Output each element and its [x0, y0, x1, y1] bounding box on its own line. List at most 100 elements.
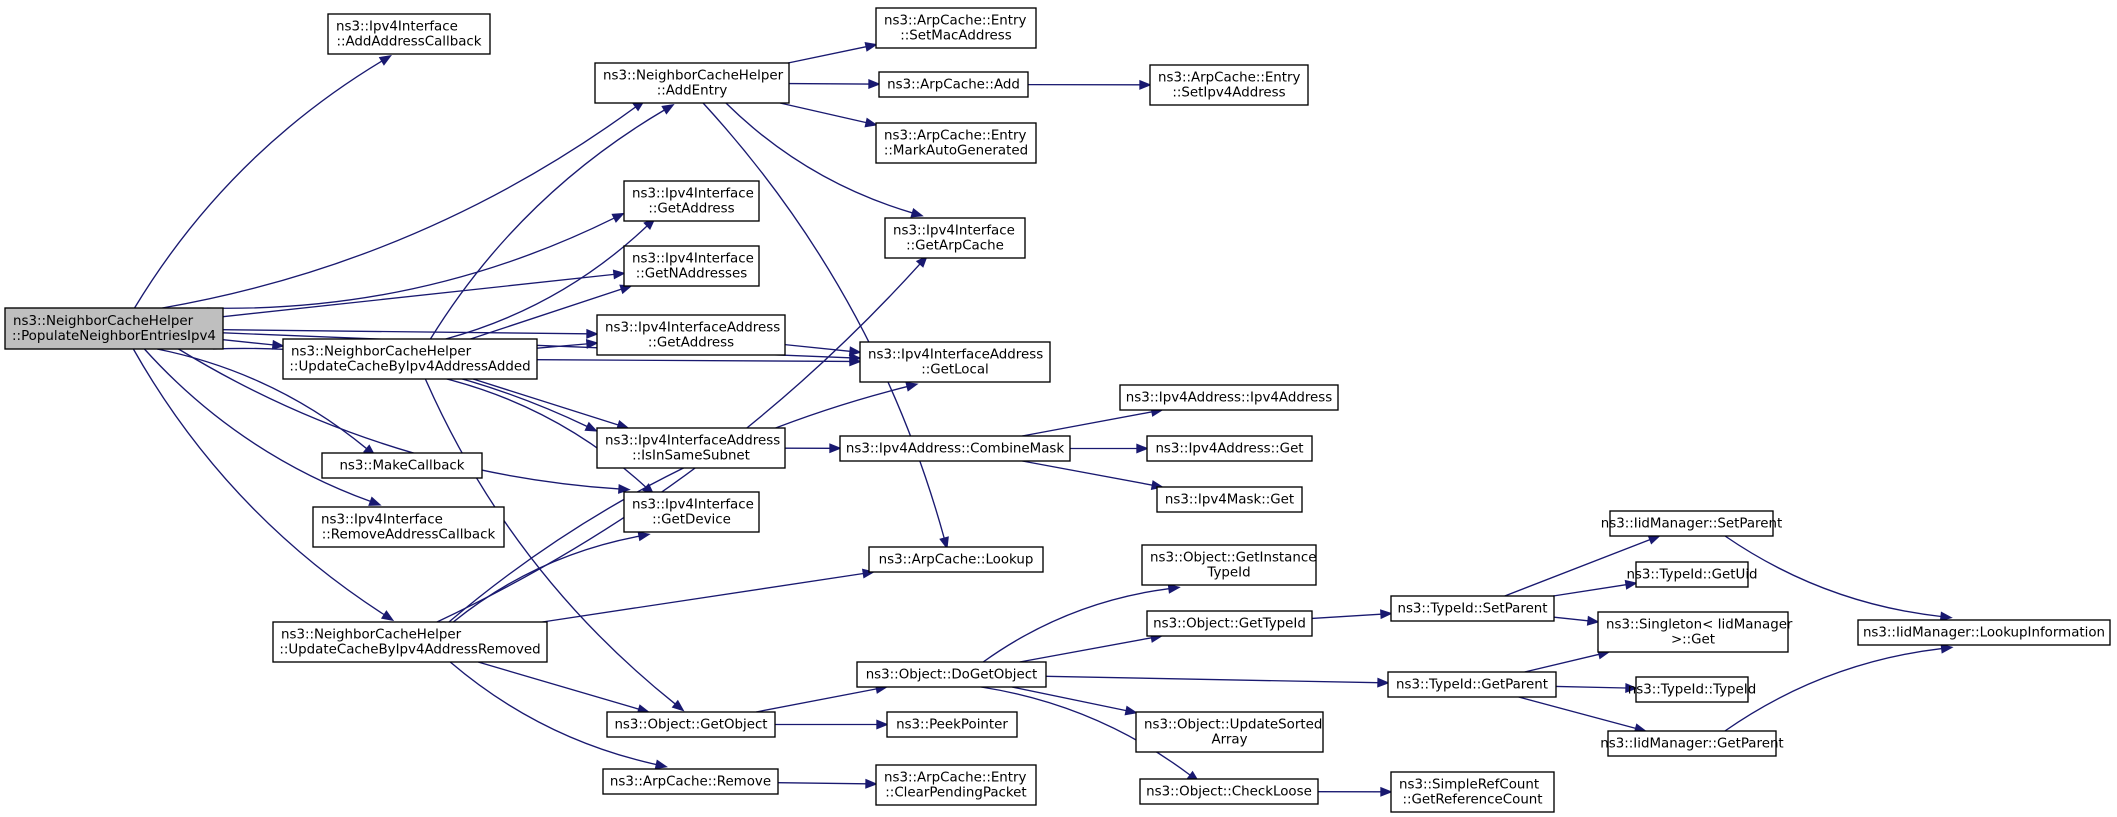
- edge-updRemoved-to-arpRemove: [449, 661, 668, 770]
- node-iid-get-parent[interactable]: ns3::IidManager::GetParent: [1600, 730, 1784, 757]
- edge-line: [429, 109, 665, 340]
- node-ipv4-addr-get[interactable]: ns3::Ipv4Address::Get: [1146, 435, 1313, 462]
- edge-doGetObject-to-objGetTypeId: [1019, 633, 1164, 663]
- node-remove-addr-cb[interactable]: ns3::Ipv4Interface::RemoveAddressCallbac…: [312, 506, 505, 548]
- node-do-get-object[interactable]: ns3::Object::DoGetObject: [856, 661, 1047, 688]
- node-label-line: ::GetAddress: [648, 336, 734, 351]
- node-add-entry[interactable]: ns3::NeighborCacheHelper::AddEntry: [594, 62, 790, 104]
- edge-line: [1518, 696, 1636, 730]
- edge-line: [1311, 613, 1382, 620]
- node-label-line: ns3::Ipv4Mask::Get: [1165, 493, 1294, 508]
- edge-line: [1045, 675, 1379, 684]
- edge-arrowhead: [1380, 609, 1393, 620]
- node-arp-add[interactable]: ns3::ArpCache::Add: [878, 71, 1029, 98]
- node-combine-mask[interactable]: ns3::Ipv4Address::CombineMask: [839, 435, 1071, 462]
- node-box: [623, 180, 760, 222]
- node-add-addr-cb[interactable]: ns3::Ipv4Interface::AddAddressCallback: [327, 13, 491, 55]
- node-if-get-n-addr[interactable]: ns3::Ipv4Interface::GetNAddresses: [623, 245, 760, 287]
- node-get-object[interactable]: ns3::Object::GetObject: [606, 711, 776, 738]
- edge-line: [143, 348, 371, 503]
- node-box: [1146, 610, 1313, 637]
- edge-root-to-ifGetDevice: [178, 348, 631, 494]
- node-label-line: ns3::NeighborCacheHelper: [281, 628, 462, 643]
- node-get-local[interactable]: ns3::Ipv4InterfaceAddress::GetLocal: [859, 341, 1051, 383]
- node-box: [1149, 64, 1309, 106]
- node-ipv4-addr-ctor[interactable]: ns3::Ipv4Address::Ipv4Address: [1119, 384, 1339, 411]
- edge-line: [472, 378, 619, 426]
- node-upd-removed[interactable]: ns3::NeighborCacheHelper::UpdateCacheByI…: [272, 621, 548, 663]
- node-arp-lookup[interactable]: ns3::ArpCache::Lookup: [868, 546, 1044, 573]
- edge-arrowhead: [876, 719, 889, 730]
- node-label-line: ns3::Object::GetTypeId: [1153, 617, 1306, 632]
- node-if-addr-get-address[interactable]: ns3::Ipv4InterfaceAddress::GetAddress: [596, 314, 786, 356]
- node-box: [859, 341, 1051, 383]
- node-box: [875, 122, 1037, 164]
- node-iid-set-parent[interactable]: ns3::IidManager::SetParent: [1601, 510, 1783, 537]
- node-if-get-device[interactable]: ns3::Ipv4Interface::GetDevice: [623, 491, 760, 533]
- node-label-line: ns3::TypeId::TypeId: [1628, 683, 1756, 698]
- edge-arrowhead: [864, 117, 878, 128]
- edge-line: [222, 339, 274, 346]
- edge-line: [777, 781, 867, 785]
- edge-line: [449, 661, 657, 766]
- edge-checkLoose-to-getRefCount: [1317, 786, 1393, 797]
- node-upd-added[interactable]: ns3::NeighborCacheHelper::UpdateCacheByI…: [282, 338, 538, 380]
- node-box: [1135, 711, 1324, 753]
- edge-line: [132, 348, 385, 616]
- node-set-mac[interactable]: ns3::ArpCache::Entry::SetMacAddress: [875, 7, 1037, 49]
- edge-line: [470, 288, 622, 340]
- node-mark-auto[interactable]: ns3::ArpCache::Entry::MarkAutoGenerated: [875, 122, 1037, 164]
- edge-getObject-to-peekPointer: [775, 719, 889, 730]
- node-make-callback[interactable]: ns3::MakeCallback: [321, 452, 483, 479]
- node-obj-get-type-id[interactable]: ns3::Object::GetTypeId: [1146, 610, 1313, 637]
- edge-arrowhead: [910, 207, 924, 218]
- node-label-line: ns3::MakeCallback: [339, 459, 464, 474]
- node-label-line: ns3::Ipv4InterfaceAddress: [605, 434, 780, 449]
- edge-line: [1022, 460, 1153, 486]
- edge-arrowhead: [1586, 615, 1600, 626]
- node-tid-get-parent[interactable]: ns3::TypeId::GetParent: [1387, 671, 1557, 698]
- edge-arrowhead: [380, 610, 395, 622]
- edge-arrowhead: [1940, 643, 1954, 654]
- edge-arrowhead: [939, 536, 949, 550]
- node-tid-get-uid[interactable]: ns3::TypeId::GetUid: [1626, 561, 1758, 588]
- node-label-line: ::MarkAutoGenerated: [884, 144, 1028, 159]
- edge-updRemoved-to-arpLookup: [542, 568, 876, 623]
- edge-updAdded-to-getLocal: [536, 356, 862, 367]
- edge-line: [725, 102, 913, 214]
- node-label-line: ns3::TypeId::GetParent: [1396, 678, 1548, 693]
- edge-line: [477, 661, 640, 710]
- node-if-get-address[interactable]: ns3::Ipv4Interface::GetAddress: [623, 180, 760, 222]
- edge-line: [1019, 637, 1152, 663]
- node-tid-set-parent[interactable]: ns3::TypeId::SetParent: [1390, 595, 1555, 622]
- edge-getObject-to-doGetObject: [755, 684, 889, 713]
- node-iid-lookup[interactable]: ns3::IidManager::LookupInformation: [1857, 619, 2111, 646]
- node-ipv4-mask-get[interactable]: ns3::Ipv4Mask::Get: [1156, 486, 1303, 513]
- node-singleton-get[interactable]: ns3::Singleton< IidManager >::Get: [1597, 611, 1793, 653]
- edge-line: [162, 106, 637, 309]
- node-label-line: ns3::Ipv4Interface: [893, 224, 1015, 239]
- node-label-line: ::RemoveAddressCallback: [322, 528, 496, 543]
- edge-root-to-removeAddrCb: [143, 348, 382, 506]
- edge-doGetObject-to-updateSorted: [1011, 686, 1138, 716]
- node-arp-remove[interactable]: ns3::ArpCache::Remove: [602, 768, 779, 795]
- edge-arrowhead: [671, 699, 685, 712]
- node-label-line: ::IsInSameSubnet: [632, 449, 750, 464]
- node-tid-type-id[interactable]: ns3::TypeId::TypeId: [1628, 676, 1756, 703]
- node-root[interactable]: ns3::NeighborCacheHelper::PopulateNeighb…: [4, 307, 224, 350]
- edge-line: [133, 60, 383, 309]
- node-clear-pending[interactable]: ns3::ArpCache::Entry::ClearPendingPacket: [875, 764, 1037, 806]
- edge-arpAdd-to-setIpv4: [1027, 79, 1152, 90]
- node-box: [1607, 730, 1777, 757]
- node-get-arp-cache[interactable]: ns3::Ipv4Interface::GetArpCache: [884, 217, 1026, 259]
- node-peek-pointer[interactable]: ns3::PeekPointer: [886, 711, 1018, 738]
- node-is-in-same-subnet[interactable]: ns3::Ipv4InterfaceAddress::IsInSameSubne…: [596, 427, 786, 469]
- node-get-ref-count[interactable]: ns3::SimpleRefCount::GetReferenceCount: [1390, 771, 1555, 813]
- edge-root-to-addAddrCb: [133, 54, 393, 309]
- node-set-ipv4[interactable]: ns3::ArpCache::Entry::SetIpv4Address: [1149, 64, 1309, 106]
- node-check-loose[interactable]: ns3::Object::CheckLoose: [1139, 778, 1319, 805]
- edge-line: [452, 535, 640, 623]
- edge-doGetObject-to-getInstanceTypeId: [982, 583, 1181, 663]
